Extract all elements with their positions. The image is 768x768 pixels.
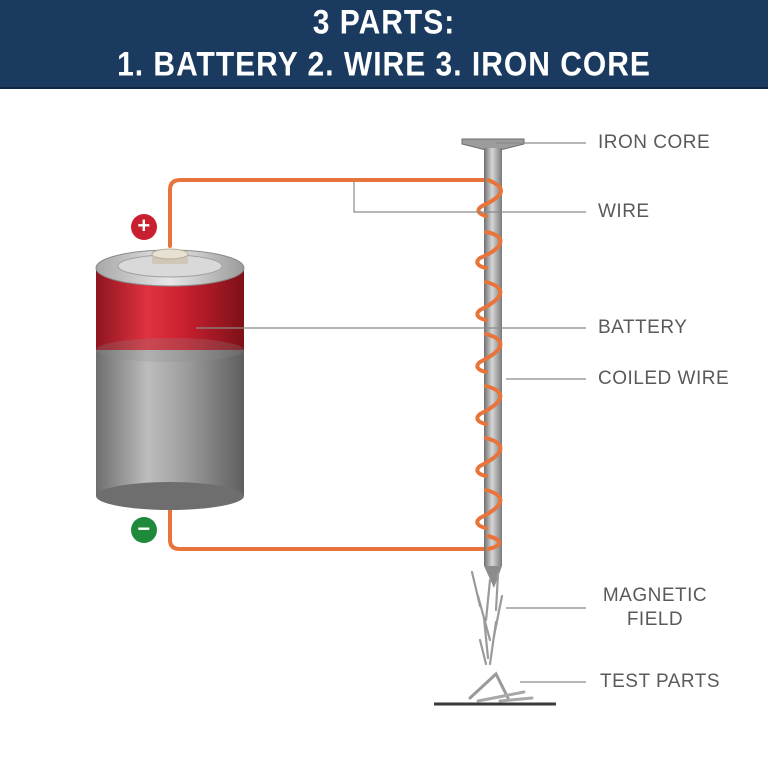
positive-terminal-icon <box>131 214 157 240</box>
circuit-wire <box>168 178 490 551</box>
label-magnetic-field-line2: FIELD <box>626 609 684 630</box>
label-iron-core: IRON CORE <box>598 132 711 153</box>
leader-lines <box>196 142 586 683</box>
label-coiled-wire: COILED WIRE <box>598 368 730 389</box>
magnetic-field-filings <box>470 570 504 666</box>
title-banner: 3 PARTS: 1. BATTERY 2. WIRE 3. IRON CORE <box>0 0 768 89</box>
title-line-1: 3 PARTS: <box>312 3 456 42</box>
label-battery: BATTERY <box>598 317 688 338</box>
coiled-wire <box>475 178 503 551</box>
negative-terminal-symbol: − <box>137 516 151 541</box>
positive-terminal-symbol: + <box>137 213 151 238</box>
test-parts <box>434 671 556 706</box>
title-line-2: 1. BATTERY 2. WIRE 3. IRON CORE <box>117 45 651 84</box>
label-test-parts: TEST PARTS <box>600 671 721 692</box>
negative-terminal-icon <box>131 517 157 543</box>
battery <box>95 248 245 510</box>
iron-core-nail <box>461 138 525 588</box>
label-magnetic-field-line1: MAGNETIC <box>602 585 708 606</box>
label-wire: WIRE <box>598 201 650 222</box>
